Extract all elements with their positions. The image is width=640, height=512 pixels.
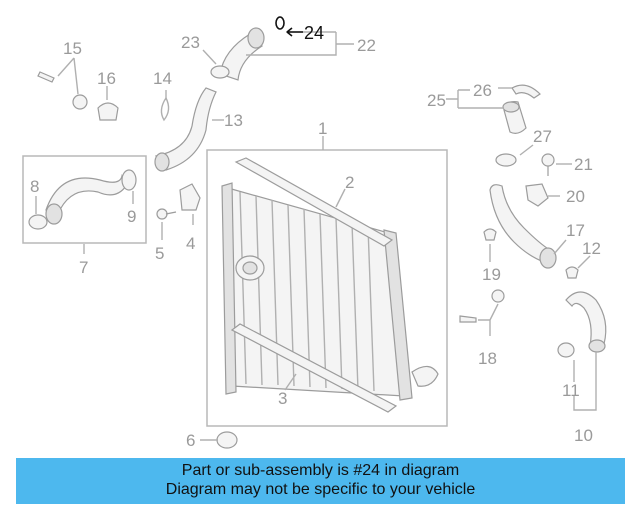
callout-17: 17: [566, 221, 585, 240]
clamp-27: [495, 153, 517, 167]
arrow-24-icon: [286, 27, 303, 37]
callout-24: 24: [304, 23, 324, 43]
callout-6: 6: [186, 431, 195, 450]
air-guide-lower: [230, 323, 398, 413]
callout-14: 14: [153, 69, 172, 88]
clamp-23: [210, 65, 230, 79]
screw-5: [156, 208, 177, 220]
callout-3: 3: [278, 389, 287, 408]
callout-4: 4: [186, 234, 195, 253]
intercooler-frame: [206, 149, 448, 427]
callout-20: 20: [566, 187, 585, 206]
callout-5: 5: [155, 244, 164, 263]
banner-line-1: Part or sub-assembly is #24 in diagram: [181, 462, 460, 479]
callout-21: 21: [574, 155, 593, 174]
grommet-16: [97, 102, 119, 121]
callout-8: 8: [30, 177, 39, 196]
hose-10: [565, 291, 607, 353]
pipe-13: [154, 87, 217, 172]
bracket-4: [179, 183, 201, 211]
sensor-20: [525, 183, 549, 207]
callout-12: 12: [582, 239, 601, 258]
leader-lines: [35, 31, 597, 441]
callout-2: 2: [345, 173, 354, 192]
o-ring-9: [121, 169, 137, 191]
bolt-21: [541, 153, 555, 176]
callout-13: 13: [224, 111, 243, 130]
callout-16: 16: [97, 69, 116, 88]
callout-11: 11: [562, 381, 580, 400]
grommet-19: [483, 228, 497, 241]
clip-14: [160, 97, 170, 122]
hose-kit-frame: [22, 155, 147, 244]
air-guide-upper: [234, 157, 394, 247]
banner-line-2: Diagram may not be specific to your vehi…: [165, 481, 476, 498]
callout-26: 26: [473, 81, 492, 100]
grommet-6: [216, 431, 238, 449]
bolt-15: [37, 71, 88, 110]
bolt-18: [459, 289, 505, 323]
pipe-17: [489, 184, 557, 269]
callout-19: 19: [482, 265, 501, 284]
clamp-26: [511, 84, 541, 99]
pipe-25: [502, 101, 527, 134]
callout-23: 23: [181, 33, 200, 52]
hose-22: [219, 27, 265, 81]
o-ring-24: [275, 16, 285, 30]
clamp-12: [565, 266, 579, 279]
info-banner: Part or sub-assembly is #24 in diagram D…: [16, 458, 625, 504]
hose-7: [45, 173, 127, 225]
callout-22: 22: [357, 36, 376, 55]
callout-9: 9: [127, 207, 136, 226]
callout-1: 1: [318, 119, 327, 138]
callout-18: 18: [478, 349, 497, 368]
callout-15: 15: [63, 39, 82, 58]
clamp-11: [557, 342, 575, 358]
clamp-8: [28, 214, 48, 230]
callout-25: 25: [427, 91, 446, 110]
callout-27: 27: [533, 127, 552, 146]
callout-7: 7: [79, 258, 88, 277]
callout-10: 10: [574, 426, 593, 445]
